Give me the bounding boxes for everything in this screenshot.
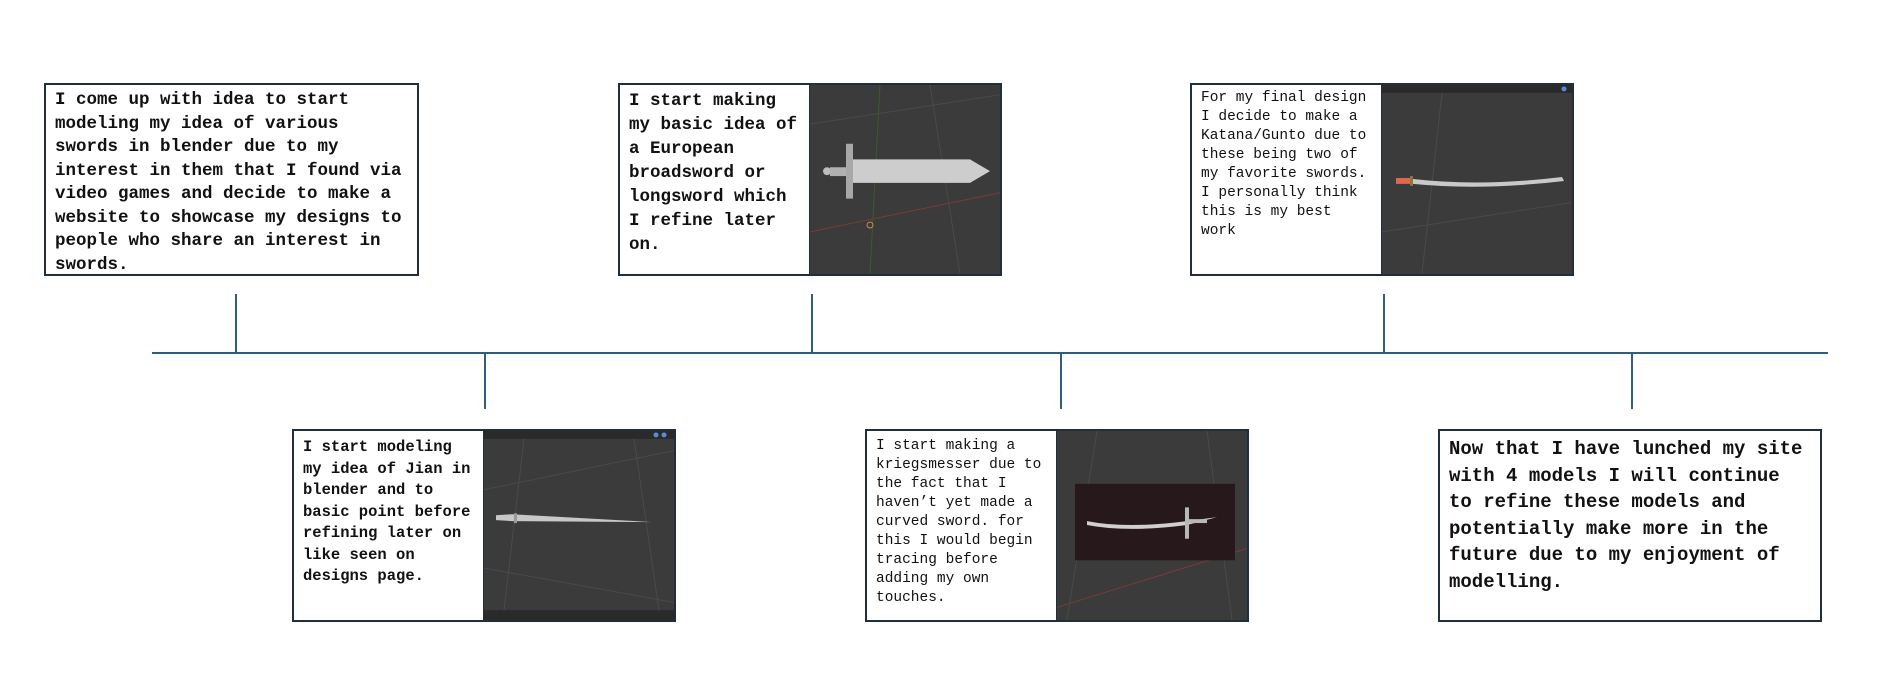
event-6-text: Now that I have lunched my site with 4 m… (1449, 438, 1803, 593)
connector-event-4 (1060, 353, 1062, 409)
blender-katana-render (1381, 85, 1572, 274)
connector-event-5 (1383, 294, 1385, 353)
connector-event-3 (811, 294, 813, 353)
blender-kriegsmesser-render (1056, 431, 1247, 620)
timeline-event-1: I come up with idea to start modeling my… (44, 83, 419, 276)
event-3-text: I start making my basic idea of a Europe… (629, 91, 798, 255)
timeline-event-2: I start modeling my idea of Jian in blen… (292, 429, 676, 622)
timeline-event-3: I start making my basic idea of a Europe… (618, 83, 1002, 276)
event-2-text: I start modeling my idea of Jian in blen… (303, 438, 471, 585)
connector-event-6 (1631, 353, 1633, 409)
timeline-event-5: For my final design I decide to make a K… (1190, 83, 1574, 276)
timeline-event-4: I start making a kriegsmesser due to the… (865, 429, 1249, 622)
connector-event-2 (484, 353, 486, 409)
blender-broadsword-render (809, 85, 1000, 274)
timeline-axis (152, 352, 1828, 354)
event-5-text: For my final design I decide to make a K… (1201, 90, 1367, 239)
timeline-event-6: Now that I have lunched my site with 4 m… (1438, 429, 1822, 622)
blender-jian-render (483, 431, 674, 620)
event-1-text: I come up with idea to start modeling my… (55, 90, 402, 274)
event-4-text: I start making a kriegsmesser due to the… (876, 438, 1042, 606)
connector-event-1 (235, 294, 237, 353)
